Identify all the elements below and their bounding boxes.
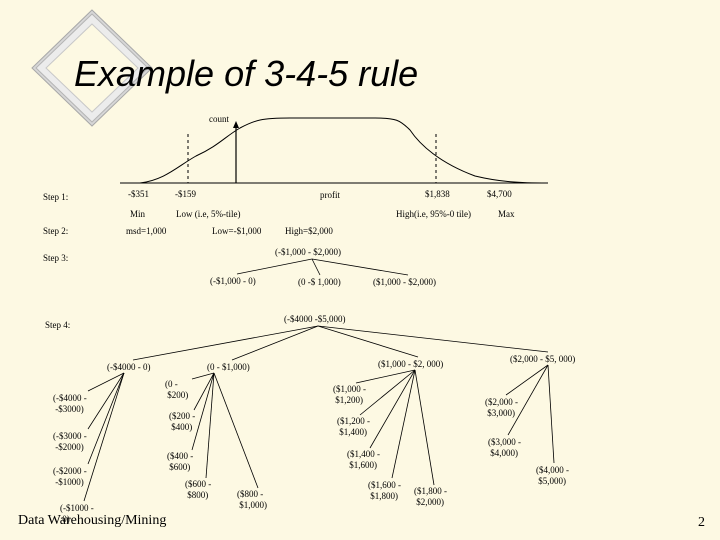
connector-line — [205, 372, 215, 479]
connector-line — [317, 325, 549, 353]
step3-child: (-$1,000 - 0) — [210, 276, 256, 286]
connector-line — [87, 372, 125, 392]
connector-line — [87, 372, 125, 465]
max-value: $4,700 — [487, 189, 512, 199]
connector-line — [193, 372, 215, 411]
high-rounded: High=$2,000 — [285, 226, 333, 236]
distribution-curve — [120, 117, 549, 184]
slide-title: Example of 3-4-5 rule — [74, 53, 419, 94]
step4-leaf: ($2,000 - $3,000) — [485, 397, 518, 418]
connector-line — [132, 325, 319, 361]
msd-value: msd=1,000 — [126, 226, 167, 236]
connector-line — [359, 369, 416, 416]
step4-leaf: ($400 - $600) — [167, 451, 194, 472]
step4-group-label: ($1,000 - $2, 000) — [378, 359, 444, 369]
step4-leaf: ($1,600 - $1,800) — [368, 480, 401, 501]
step3-label: Step 3: — [43, 253, 69, 263]
connector-line — [213, 372, 259, 489]
step4-leaf: ($800 - $1,000) — [237, 489, 267, 510]
step4-leaf: (-$1000 - 0) — [60, 503, 94, 524]
connector-line — [505, 364, 549, 396]
high-value: $1,838 — [425, 189, 450, 199]
connector-line — [317, 325, 419, 358]
connector-line — [311, 258, 321, 276]
step4-group-label: (-$4000 - 0) — [107, 362, 151, 372]
connector-line — [414, 369, 435, 486]
page-number: 2 — [698, 515, 705, 530]
step3-child: (0 -$ 1,000) — [298, 277, 341, 287]
connector-line — [547, 364, 555, 464]
connector-line — [231, 325, 319, 361]
footer-text: Data Warehousing/Mining — [18, 513, 167, 528]
step4-group-label: (0 - $1,000) — [207, 362, 250, 372]
connector-line — [191, 372, 215, 451]
step2-label: Step 2: — [43, 226, 69, 236]
step4-leaf: (-$4000 - -$3000) — [53, 393, 87, 414]
step4-leaf: (-$3000 - -$2000) — [53, 431, 87, 452]
min-label: Min — [130, 209, 146, 219]
step4-leaf: (-$2000 - -$1000) — [53, 466, 87, 487]
step4-leaf: (0 - $200) — [165, 379, 189, 400]
max-label: Max — [498, 209, 515, 219]
connector-line — [311, 258, 409, 276]
step3-child: ($1,000 - $2,000) — [373, 277, 436, 287]
step3-root: (-$1,000 - $2,000) — [275, 247, 341, 257]
low-label: Low (i.e, 5%-tile) — [176, 209, 241, 219]
connector-line — [236, 258, 313, 275]
step4-leaf: ($3,000 - $4,000) — [488, 437, 521, 458]
profit-label: profit — [320, 190, 340, 200]
step1-label: Step 1: — [43, 192, 69, 202]
step4-root: (-$4000 -$5,000) — [284, 314, 346, 324]
low-value: -$159 — [175, 189, 196, 199]
step4-leaf: ($600 - $800) — [185, 479, 212, 500]
connector-line — [191, 372, 215, 380]
count-label: count — [209, 114, 229, 124]
step4-leaf: ($200 - $400) — [169, 411, 196, 432]
connector-line — [87, 372, 125, 430]
step4-leaf: ($1,400 - $1,600) — [347, 449, 380, 470]
low-rounded: Low=-$1,000 — [212, 226, 262, 236]
min-value: -$351 — [128, 189, 149, 199]
connector-line — [369, 369, 416, 449]
step4-leaf: ($1,000 - $1,200) — [333, 384, 366, 405]
step4-leaf: ($1,200 - $1,400) — [337, 416, 370, 437]
connector-line — [391, 369, 416, 479]
step4-leaf: ($1,800 - $2,000) — [414, 486, 447, 507]
step4-leaf: ($4,000 - $5,000) — [536, 465, 569, 486]
high-label: High(i.e, 95%-0 tile) — [396, 209, 471, 219]
diamond-decoration — [31, 9, 153, 127]
connector-line — [507, 364, 549, 436]
step4-group-label: ($2,000 - $5, 000) — [510, 354, 576, 364]
step4-label: Step 4: — [45, 320, 71, 330]
connector-line — [83, 372, 125, 502]
connector-line — [355, 369, 416, 384]
